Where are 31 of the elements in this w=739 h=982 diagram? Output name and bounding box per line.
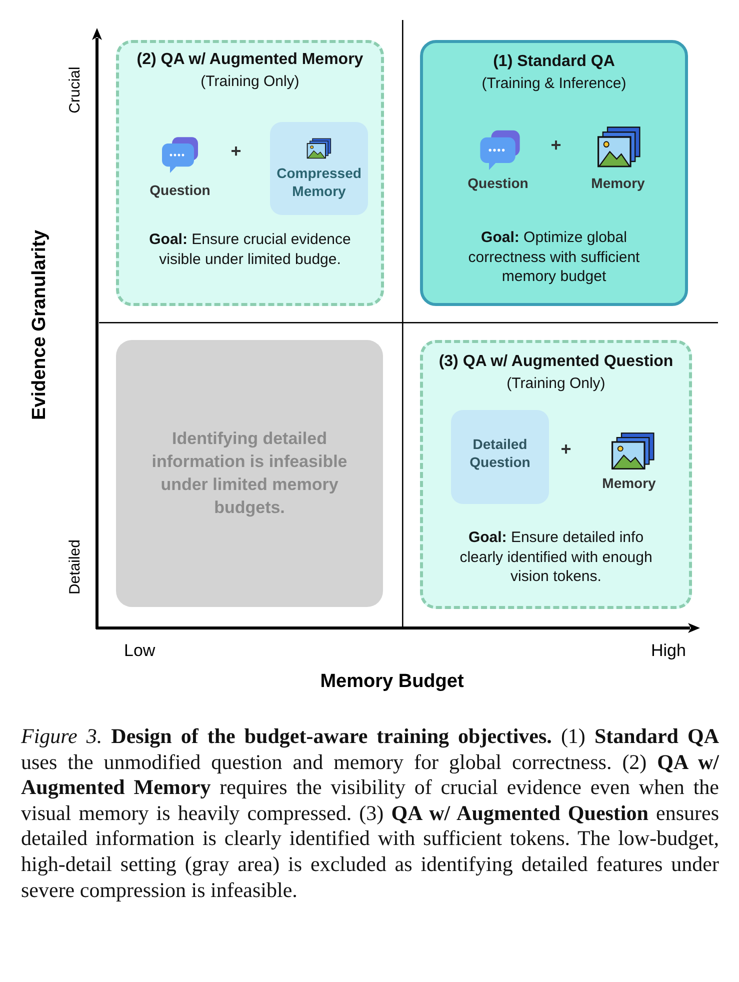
card-subtitle: (Training Only) — [506, 374, 606, 394]
goal-text: Goal: Ensure detailed info clearly identified with enough vision tokens. — [458, 528, 654, 586]
card-title: (3) QA w/ Augmented Question — [438, 352, 674, 372]
icon-caption: Question — [148, 181, 212, 200]
axis-tick-label: Crucial — [66, 66, 84, 114]
plus-sign: + — [230, 140, 242, 163]
axis-tick-label: High — [651, 641, 686, 661]
axis-tick-label: Low — [124, 641, 156, 661]
plus-sign: + — [560, 438, 572, 461]
card-title: (2) QA w/ Augmented Memory — [136, 50, 364, 70]
quadrant-card — [420, 40, 688, 306]
icon-caption: Memory — [590, 174, 646, 192]
quadrant-card — [420, 340, 692, 609]
plus-sign: + — [550, 134, 562, 157]
goal-text: Goal: Ensure crucial evidence visible under limited budge. — [148, 230, 352, 269]
axis-title: Evidence Granularity — [29, 230, 51, 420]
quadrant-card — [116, 340, 383, 607]
goal-text: Goal: Optimize global correctness with sufficient memory budget — [467, 228, 641, 286]
figure-caption: Figure 3. Design of the budget-aware training objectives. (1) Standard QA uses the unmodified question and memory for global correctness. (2) QA w/ Augmented Memory requires the visibility of crucial evidence even when the visual memory is heavily compressed. (3) QA w/ Augmented Question ensures detailed information is clearly identified with sufficient tokens. The low-budget, high-detail setting (gray area) is excluded as identifying detailed features under severe compression is infeasible. — [21, 724, 719, 904]
icon-caption: Memory — [601, 474, 657, 492]
card-subtitle: (Training Only) — [200, 72, 300, 92]
icon-caption: Question — [466, 174, 530, 192]
card-subtitle: (Training & Inference) — [480, 74, 628, 94]
input-card — [270, 122, 368, 215]
axis-tick-label: Detailed — [66, 539, 84, 595]
axis-title: Memory Budget — [320, 671, 464, 693]
card-text: Compressed Memory — [276, 164, 362, 200]
card-text: Detailed Question — [468, 435, 532, 472]
quadrant-card — [116, 40, 384, 306]
card-title: (1) Standard QA — [492, 52, 616, 72]
card-text: Identifying detailed information is infeasible under limited memory budgets. — [150, 428, 348, 519]
